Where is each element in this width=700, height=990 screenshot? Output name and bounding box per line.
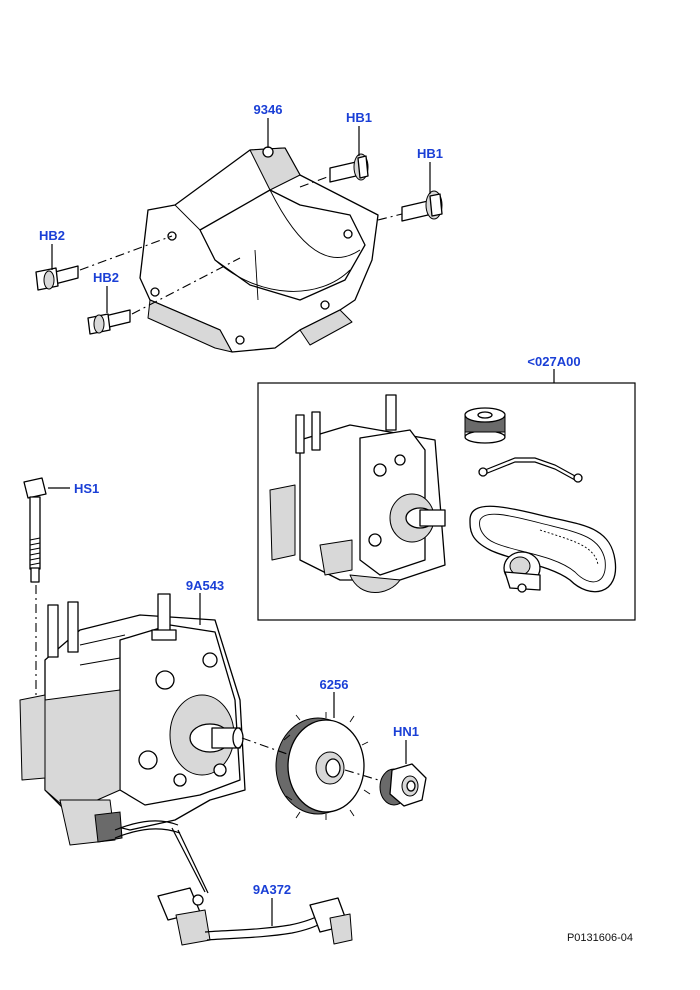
kit-box [257, 369, 636, 621]
leader-harness-link-b [177, 829, 209, 894]
kit-timing-belt [469, 505, 617, 593]
bolt-hb1-top [329, 153, 369, 183]
align-line-hb1-top [299, 175, 331, 188]
kit-pipe [478, 457, 583, 483]
mounting-bracket [139, 146, 379, 353]
callout-hb1-top: HB1 [346, 110, 372, 125]
callout-hb2-left: HB2 [39, 228, 65, 243]
bolt-hb2-bottom [87, 309, 131, 335]
long-bolt-hs1 [23, 477, 47, 583]
callout-hb2-bottom: HB2 [93, 270, 119, 285]
callout-9a543: 9A543 [186, 578, 224, 593]
bolt-hb1-right [401, 190, 443, 222]
kit-pump [269, 394, 446, 593]
leader-harness-link-a [171, 827, 206, 893]
align-line-hb2-bottom [131, 257, 241, 315]
callout-9a372: 9A372 [253, 882, 291, 897]
align-line-hb2-left [79, 235, 173, 271]
callout-027a00: <027A00 [527, 354, 580, 369]
callout-hs1: HS1 [74, 481, 99, 496]
callout-9346: 9346 [254, 102, 283, 117]
align-line-sprocket [241, 737, 291, 756]
reference-number: P0131606-04 [567, 932, 633, 944]
callout-6256: 6256 [320, 677, 349, 692]
bolt-hb2-left [35, 265, 79, 291]
high-pressure-pump [19, 593, 246, 846]
pump-sprocket [275, 712, 371, 820]
kit-filter [464, 407, 506, 444]
align-line-hb1-right [377, 213, 403, 221]
wiring-harness [157, 887, 353, 946]
kit-tensioner [503, 551, 541, 593]
callout-hb1-right: HB1 [417, 146, 443, 161]
callout-hn1: HN1 [393, 724, 419, 739]
align-line-nut [344, 769, 386, 783]
nut-hn1 [379, 763, 427, 807]
